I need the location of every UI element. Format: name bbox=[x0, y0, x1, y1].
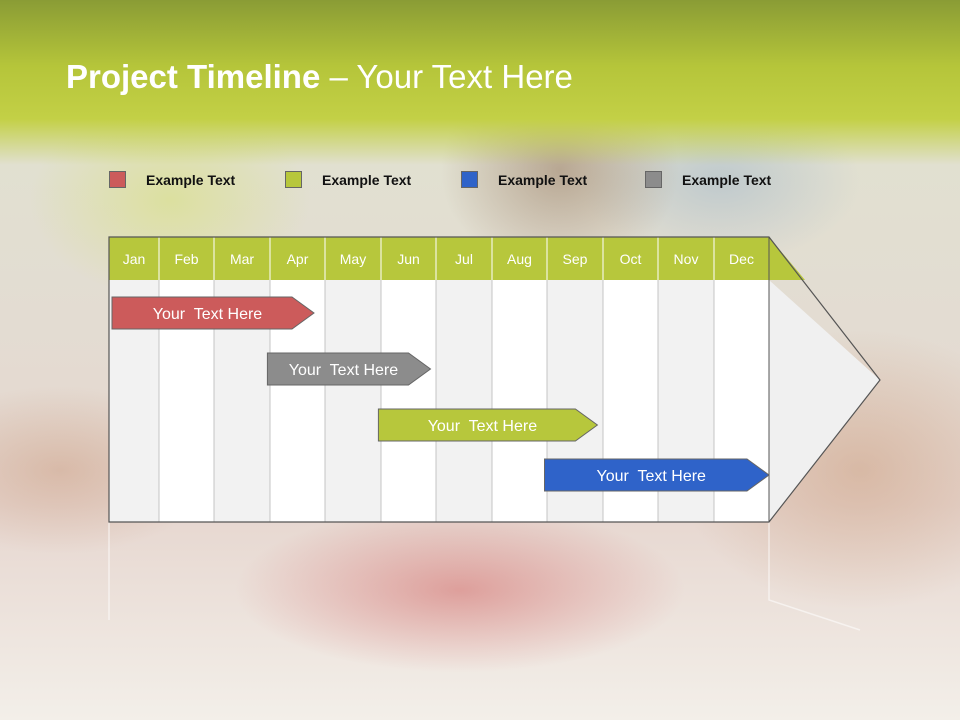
legend-swatch-blue bbox=[461, 171, 478, 188]
month-label: Jun bbox=[397, 251, 420, 267]
legend-label: Example Text bbox=[498, 172, 588, 188]
task-bar-label: Your Text Here bbox=[153, 306, 263, 323]
task-bar bbox=[111, 296, 315, 330]
month-header: Jan Feb Mar Apr May Jun Jul Aug Sep Oct Nov Dec bbox=[109, 237, 805, 280]
task-bar bbox=[377, 408, 599, 442]
slide-title: Project Timeline – Your Text Here bbox=[66, 58, 573, 96]
month-label: Aug bbox=[507, 251, 532, 267]
month-label: Sep bbox=[563, 251, 588, 267]
month-label: Jul bbox=[455, 251, 473, 267]
legend-swatch-gray bbox=[645, 171, 662, 188]
month-label: Apr bbox=[287, 251, 309, 267]
month-label: Jan bbox=[123, 251, 146, 267]
title-bold: Project Timeline bbox=[66, 58, 321, 95]
month-label: Feb bbox=[174, 251, 198, 267]
legend-label: Example Text bbox=[146, 172, 236, 188]
legend-swatch-red bbox=[109, 171, 126, 188]
task-bar-label: Your Text Here bbox=[428, 418, 538, 435]
month-column bbox=[492, 280, 547, 522]
task-bar-label: Your Text Here bbox=[289, 362, 399, 379]
month-column bbox=[436, 280, 492, 522]
month-band bbox=[109, 237, 769, 280]
arrow-head-body bbox=[769, 280, 880, 522]
task-bar bbox=[544, 458, 770, 492]
title-rest: – Your Text Here bbox=[320, 58, 573, 95]
month-label: Oct bbox=[620, 251, 642, 267]
month-column bbox=[325, 280, 381, 522]
month-label: May bbox=[340, 251, 366, 267]
month-column bbox=[381, 280, 436, 522]
legend-swatch-green bbox=[285, 171, 302, 188]
timeline-border bbox=[108, 236, 881, 523]
month-label: Dec bbox=[729, 251, 754, 267]
task-bar bbox=[266, 352, 432, 386]
timeline-reflection bbox=[108, 522, 861, 631]
legend-label: Example Text bbox=[682, 172, 772, 188]
task-bar-label: Your Text Here bbox=[597, 468, 707, 485]
month-label: Mar bbox=[230, 251, 254, 267]
reflection-lines bbox=[108, 522, 861, 631]
legend-label: Example Text bbox=[322, 172, 412, 188]
month-label: Nov bbox=[674, 251, 699, 267]
header-band bbox=[0, 0, 960, 165]
